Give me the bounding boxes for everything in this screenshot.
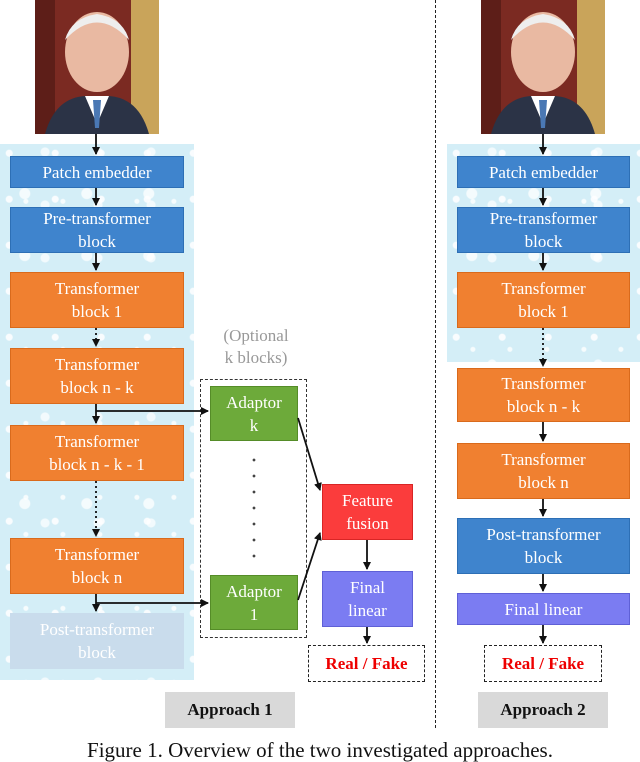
a1-final-linear-block: Final linear xyxy=(322,571,413,627)
a1-pre-transformer-block: Pre-transformer block xyxy=(10,207,184,253)
a1-transformer-block-n-minus-k-minus-1: Transformer block n - k - 1 xyxy=(10,425,184,481)
optional-k-blocks-note: (Optional k blocks) xyxy=(223,326,289,367)
a2-real-fake-output: Real / Fake xyxy=(484,645,602,682)
a2-patch-embedder: Patch embedder xyxy=(457,156,630,188)
feature-fusion-block: Feature fusion xyxy=(322,484,413,540)
approach-divider xyxy=(435,0,436,728)
a2-transformer-block-1: Transformer block 1 xyxy=(457,272,630,328)
a1-transformer-block-1: Transformer block 1 xyxy=(10,272,184,328)
a2-post-transformer-block: Post-transformer block xyxy=(457,518,630,574)
a2-final-linear-block: Final linear xyxy=(457,593,630,625)
input-face-image-approach1 xyxy=(35,0,159,134)
a2-transformer-block-n: Transformer block n xyxy=(457,443,630,499)
a1-transformer-block-n: Transformer block n xyxy=(10,538,184,594)
figure-caption: Figure 1. Overview of the two investigat… xyxy=(87,738,553,762)
a1-real-fake-output: Real / Fake xyxy=(308,645,425,682)
a1-patch-embedder: Patch embedder xyxy=(10,156,184,188)
a2-transformer-block-n-minus-k: Transformer block n - k xyxy=(457,368,630,422)
input-face-image-approach2 xyxy=(481,0,605,134)
a1-post-transformer-block: Post-transformer block xyxy=(10,613,184,669)
a2-pre-transformer-block: Pre-transformer block xyxy=(457,207,630,253)
a1-transformer-block-n-minus-k: Transformer block n - k xyxy=(10,348,184,404)
adaptor-1: Adaptor 1 xyxy=(210,575,298,630)
approach-2-label: Approach 2 xyxy=(478,692,608,728)
adaptor-ellipsis xyxy=(250,452,258,567)
adaptor-group-box xyxy=(200,379,307,638)
adaptor-k: Adaptor k xyxy=(210,386,298,441)
approach-1-label: Approach 1 xyxy=(165,692,295,728)
